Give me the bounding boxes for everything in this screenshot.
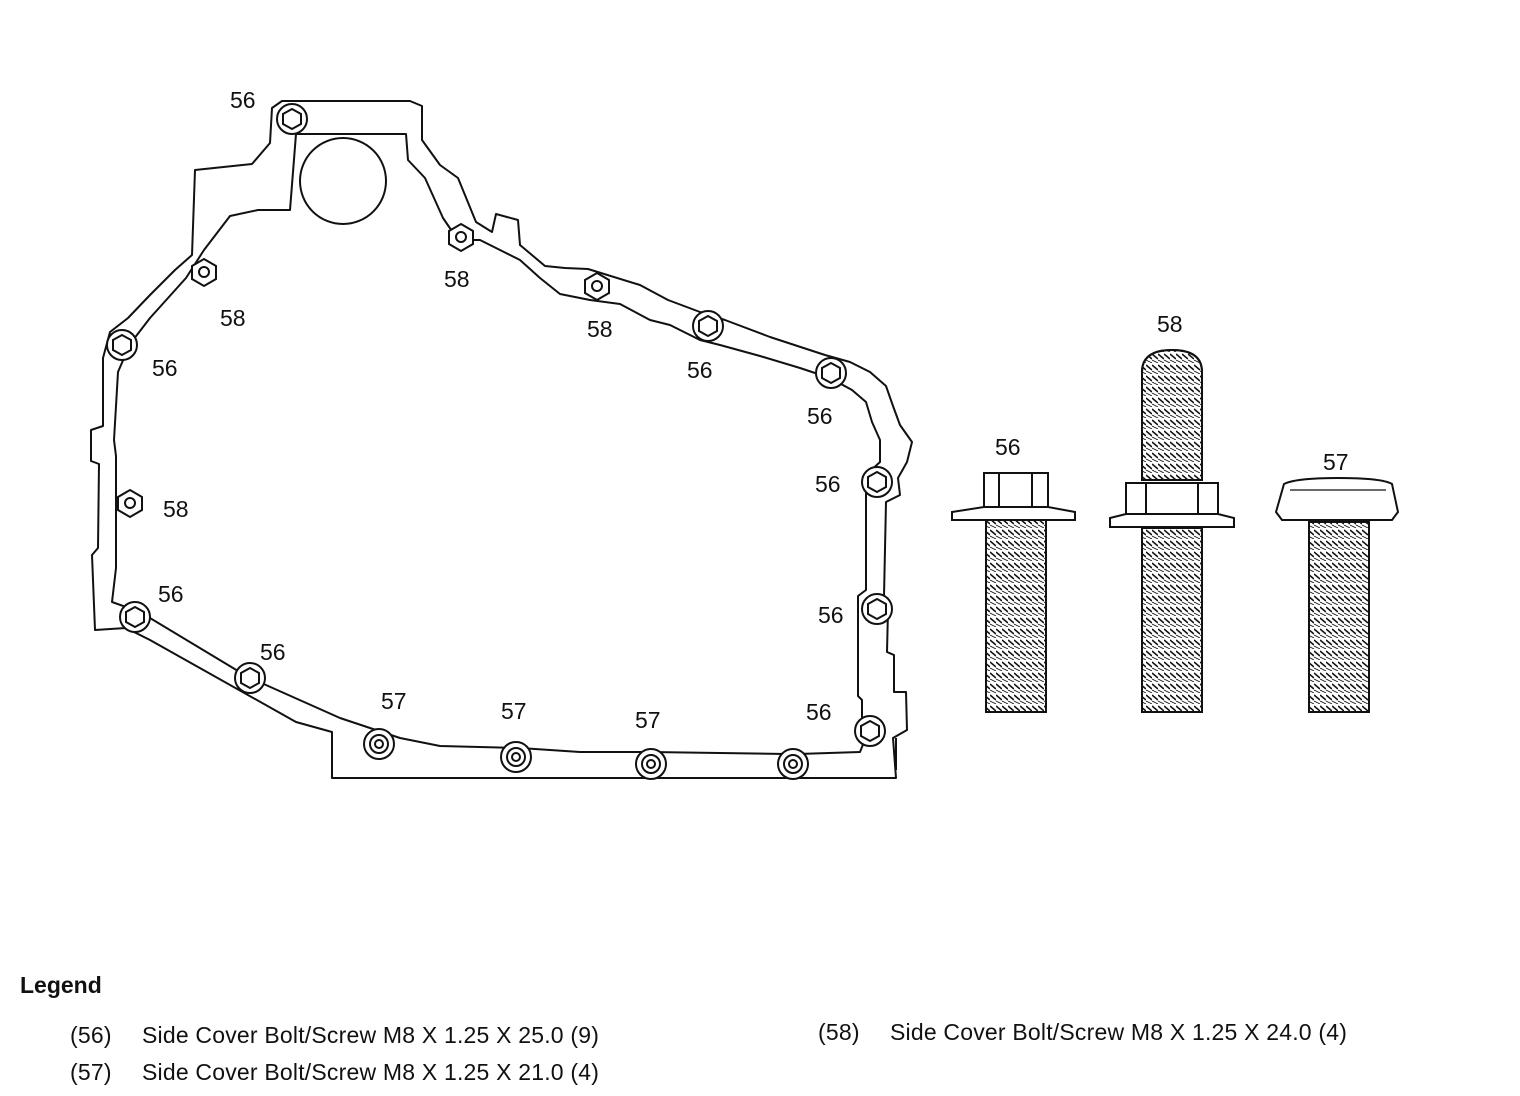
stud-nut-58 xyxy=(448,222,474,253)
callout-label: 56 xyxy=(818,602,844,628)
legend-item-number: (56) xyxy=(70,1022,112,1048)
callout-label: 56 xyxy=(687,357,713,383)
callout-label: 56 xyxy=(230,87,256,113)
legend-item-number: (58) xyxy=(818,1019,860,1045)
screw-57-label: 57 xyxy=(1323,449,1349,475)
legend-item-57: (57) Side Cover Bolt/Screw M8 X 1.25 X 21… xyxy=(70,1059,599,1086)
callout-label: 57 xyxy=(635,707,661,733)
legend-item-number: (57) xyxy=(70,1059,112,1085)
callout-label: 56 xyxy=(152,355,178,381)
stud-nut-58 xyxy=(191,257,217,288)
screw-head-57 xyxy=(777,748,809,780)
side-cover-outline xyxy=(90,100,913,779)
legend-title: Legend xyxy=(20,972,102,998)
callout-label: 56 xyxy=(806,699,832,725)
callout-label: 58 xyxy=(163,496,189,522)
legend-item-58: (58) Side Cover Bolt/Screw M8 X 1.25 X 24… xyxy=(818,1019,1347,1046)
legend-item-text: Side Cover Bolt/Screw M8 X 1.25 X 25.0 (… xyxy=(142,1022,600,1048)
callout-label: 56 xyxy=(158,581,184,607)
screw-head-57 xyxy=(500,741,532,773)
legend-item-text: Side Cover Bolt/Screw M8 X 1.25 X 21.0 (… xyxy=(142,1059,600,1085)
callout-label: 57 xyxy=(501,698,527,724)
screw-head-57 xyxy=(363,728,395,760)
stud-58-drawing: 58 xyxy=(1109,311,1235,713)
screw-head-57 xyxy=(635,748,667,780)
stud-58-label: 58 xyxy=(1157,311,1183,337)
bolt-head-56 xyxy=(815,357,847,389)
bolt-head-56 xyxy=(861,593,893,625)
stud-nut-58 xyxy=(117,488,143,519)
callout-label: 58 xyxy=(587,316,613,342)
callout-label: 56 xyxy=(815,471,841,497)
screw-57-drawing: 57 xyxy=(1274,449,1400,713)
bolt-head-56 xyxy=(861,466,893,498)
callout-label: 58 xyxy=(444,266,470,292)
bolt-head-56 xyxy=(854,715,886,747)
callout-label: 56 xyxy=(260,639,286,665)
bolt-head-56 xyxy=(276,103,308,135)
callout-label: 57 xyxy=(381,688,407,714)
bolt-head-56 xyxy=(234,662,266,694)
bolt-56-label: 56 xyxy=(995,434,1021,460)
bolt-head-56 xyxy=(106,329,138,361)
callout-label: 58 xyxy=(220,305,246,331)
callout-label: 56 xyxy=(807,403,833,429)
cover-callouts: 56 58 58 56 58 56 56 56 56 58 56 56 57 5… xyxy=(152,87,844,733)
legend-item-text: Side Cover Bolt/Screw M8 X 1.25 X 24.0 (… xyxy=(890,1019,1348,1045)
bolt-head-56 xyxy=(119,601,151,633)
side-cover-diagram: 56 58 58 56 58 56 56 56 56 58 56 56 57 5… xyxy=(90,87,1400,780)
bolt-head-56 xyxy=(692,310,724,342)
bolt-56-drawing: 56 xyxy=(951,434,1076,713)
stud-nut-58 xyxy=(584,271,610,302)
cover-bolt-heads xyxy=(106,103,893,780)
legend-item-56: (56) Side Cover Bolt/Screw M8 X 1.25 X 25… xyxy=(70,1022,599,1049)
